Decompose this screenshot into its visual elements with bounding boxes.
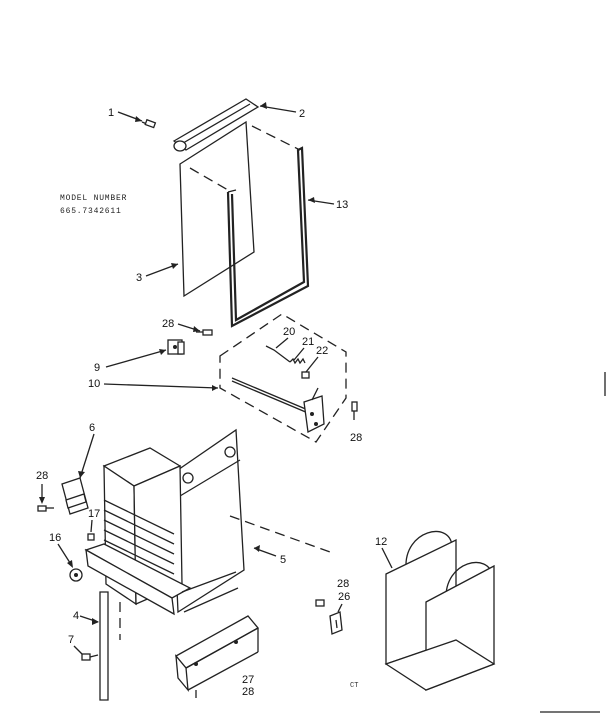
callout-3: 3 [136,263,179,284]
svg-text:28: 28 [162,318,174,330]
part-7-screw [81,653,99,661]
callout-2: 2 [259,102,305,120]
part-4-rail [99,591,121,701]
footer-code: CT [350,682,358,690]
svg-text:1: 1 [108,107,114,119]
part-12-parts-bag [384,530,496,691]
svg-text:20: 20 [283,326,295,338]
callout-20: 20 [275,326,295,349]
callout-21: 21 [293,336,314,361]
part-10-rod-assembly [219,313,347,443]
part-5-cabinet-body [84,428,245,616]
callout-13: 13 [307,197,348,211]
part-20-link [265,345,291,363]
callout-7: 7 [68,634,83,655]
callout-28-left: 28 [36,470,48,504]
callout-28-bottom: 28 [242,686,254,698]
svg-text:27: 27 [242,674,254,686]
part-26-clip [329,611,343,635]
part-21-spring [289,357,306,365]
part-9-bracket [167,339,185,355]
callout-12: 12 [375,536,393,569]
part-28-screw-right [351,401,358,420]
part-22-nut [301,371,310,379]
svg-text:22: 22 [316,345,328,357]
svg-text:28: 28 [350,432,362,444]
svg-text:2: 2 [299,108,305,120]
callout-5: 5 [229,515,331,566]
svg-text:28: 28 [337,578,349,590]
callout-27: 27 [242,674,254,686]
svg-text:28: 28 [36,470,48,482]
callout-10: 10 [88,378,219,391]
callout-28-mid: 28 [337,578,349,590]
part-17-screw [87,533,95,541]
svg-text:4: 4 [73,610,79,622]
callout-26: 26 [337,591,350,613]
svg-text:7: 7 [68,634,74,646]
part-1-screw [141,118,157,129]
part-6-bracket [61,477,89,515]
svg-text:12: 12 [375,536,387,548]
part-13-frame-channel [226,146,310,328]
callout-9: 9 [94,349,167,374]
callout-22: 22 [305,345,328,373]
callout-28-upper: 28 [162,318,201,332]
part-2-top-cap-rail [172,98,260,152]
callout-1: 1 [108,107,143,122]
model-number-label: MODEL NUMBER [60,194,127,203]
callout-28-right: 28 [350,432,362,444]
part-28-screw-mid [315,599,325,607]
part-27-rail-channel [174,615,260,698]
part-3-panel [179,120,301,298]
svg-text:6: 6 [89,422,95,434]
callout-16: 16 [49,532,73,568]
callout-17: 17 [88,508,100,533]
svg-text:9: 9 [94,362,100,374]
model-number-value: 665.7342611 [60,207,122,216]
part-28-screw-upper [196,329,213,336]
part-28-screw-left [37,505,54,512]
svg-text:5: 5 [280,554,286,566]
part-16-nut [69,568,83,582]
svg-text:26: 26 [338,591,350,603]
svg-text:17: 17 [88,508,100,520]
svg-text:10: 10 [88,378,100,390]
svg-text:21: 21 [302,336,314,348]
svg-text:16: 16 [49,532,61,544]
svg-text:13: 13 [336,199,348,211]
callout-4: 3 4 [73,610,99,625]
svg-text:3: 3 [136,272,142,284]
callout-6: 6 [78,422,95,479]
svg-text:28: 28 [242,686,254,698]
